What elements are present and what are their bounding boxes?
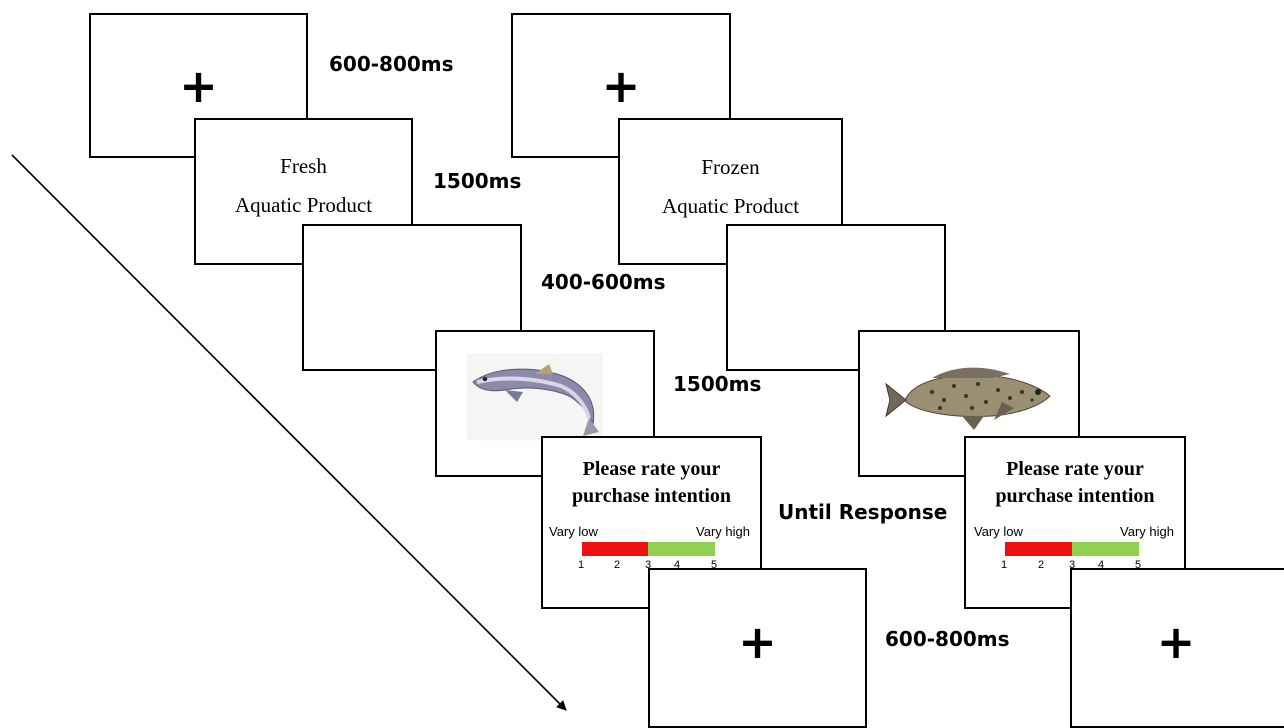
left-fixation-screen-2: + <box>648 568 867 728</box>
timing-fixation: 600-800ms <box>329 52 454 76</box>
scale-tick: 2 <box>1038 560 1044 571</box>
scale-high-segment <box>648 542 715 556</box>
timing-image: 1500ms <box>673 372 761 396</box>
cue-line-1: Fresh <box>196 156 411 177</box>
rating-question-line-2: purchase intention <box>543 483 760 510</box>
rating-question-line-1: Please rate your <box>966 456 1184 483</box>
timing-cue: 1500ms <box>433 169 521 193</box>
scale-low-segment <box>582 542 648 556</box>
timing-blank: 400-600ms <box>541 270 666 294</box>
grouper-fish-icon <box>882 362 1062 432</box>
scale-high-segment <box>1072 542 1139 556</box>
salmon-fish-icon <box>465 352 605 442</box>
cue-line-2: Aquatic Product <box>620 196 841 217</box>
fixation-cross: + <box>1072 619 1280 665</box>
scale-tick: 2 <box>614 560 620 571</box>
scale-high-label: Vary high <box>696 525 750 538</box>
scale-low-label: Vary low <box>549 525 598 538</box>
timing-fixation-end: 600-800ms <box>885 627 1010 651</box>
rating-question-line-2: purchase intention <box>966 483 1184 510</box>
rating-question-line-1: Please rate your <box>543 456 760 483</box>
scale-tick: 1 <box>1001 560 1007 571</box>
scale-low-segment <box>1005 542 1072 556</box>
scale-high-label: Vary high <box>1120 525 1174 538</box>
fixation-cross: + <box>513 63 729 109</box>
cue-line-1: Frozen <box>620 157 841 178</box>
fixation-cross: + <box>650 619 865 665</box>
timing-rating: Until Response <box>778 500 947 524</box>
scale-tick: 1 <box>578 560 584 571</box>
scale-low-label: Vary low <box>974 525 1023 538</box>
fixation-cross: + <box>91 63 306 109</box>
right-fixation-screen-2: + <box>1070 568 1284 728</box>
cue-line-2: Aquatic Product <box>196 195 411 216</box>
